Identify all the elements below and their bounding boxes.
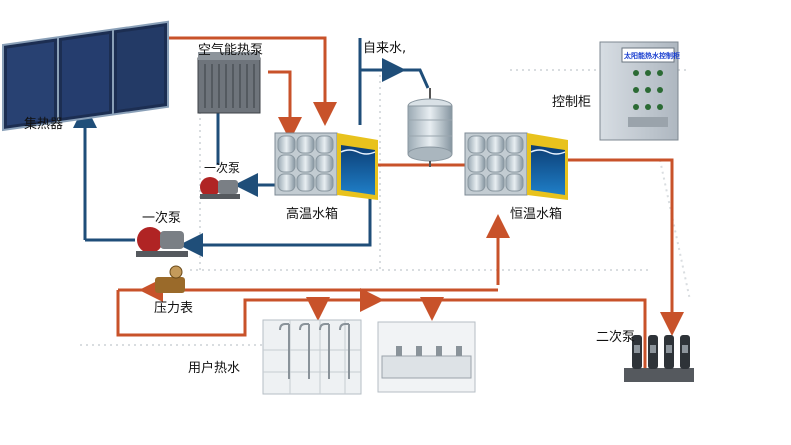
pressure-gauge-icon [155,265,185,293]
solar-collector [2,20,169,132]
label-pressure-gauge: 压力表 [154,301,194,316]
primary-pump-small-icon [200,177,240,199]
air-heat-pump [197,52,261,114]
label-primary-pump-small: 一次泵 [204,161,241,175]
cold-pipes [73,38,430,257]
high-temp-tank [274,132,378,200]
label-secondary-pump: 二次泵 [596,330,636,345]
label-collector: 集热器 [24,117,64,132]
secondary-pump-icon [624,335,694,382]
label-primary-pump-large: 一次泵 [142,211,182,226]
primary-pump-large-icon [136,227,188,257]
control-cabinet [599,41,679,141]
label-control-cabinet: 控制柜 [552,95,592,110]
sinks-icon [377,321,476,393]
constant-temp-tank [464,132,568,200]
showers-icon [262,319,362,395]
label-high-temp-tank: 高温水箱 [286,207,339,222]
pressure-tank [407,88,453,167]
label-air-heat-pump: 空气能热泵 [198,43,264,58]
label-tap-water: 自来水, [363,41,407,56]
label-constant-temp-tank: 恒温水箱 [510,207,563,222]
control-panel-title: 太阳能热水控制柜 [624,52,680,60]
label-user-hot-water: 用户热水 [188,361,241,376]
